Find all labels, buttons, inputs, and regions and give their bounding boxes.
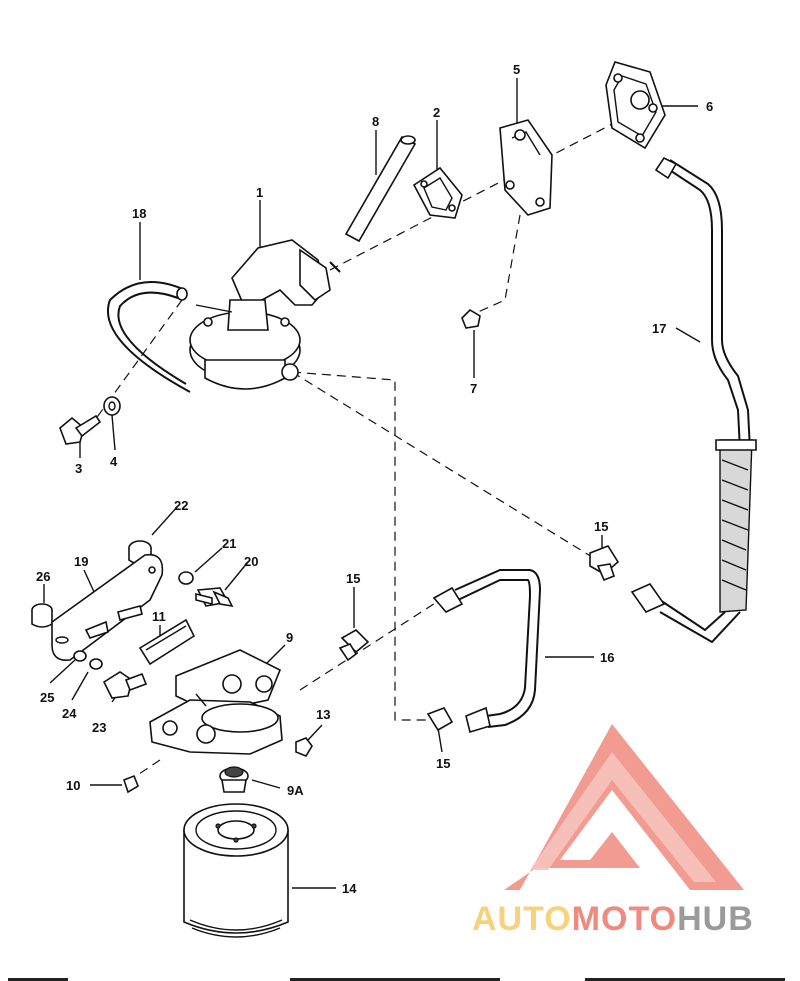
callout-5: 5	[513, 62, 520, 77]
part-5-plate	[499, 119, 553, 216]
part-3-bolt	[59, 414, 102, 445]
leader-21	[194, 547, 223, 573]
callout-18: 18	[132, 206, 146, 221]
part-17-fuel-line	[630, 156, 757, 644]
leader-20	[224, 561, 249, 591]
callout-17: 17	[652, 321, 666, 336]
dash-pump-to-flange	[329, 119, 621, 271]
callout-2: 2	[433, 105, 440, 120]
dash-head-to-line	[299, 599, 441, 691]
part-14-filter	[183, 803, 289, 938]
part-stud-upper	[117, 605, 143, 621]
callout-26: 26	[36, 569, 50, 584]
callout-15-middle: 15	[346, 571, 360, 586]
cropped-footer-text	[8, 978, 785, 981]
callout-14: 14	[342, 881, 357, 896]
part-8-rod	[344, 135, 417, 243]
leader-4	[111, 414, 116, 451]
callout-15-upper: 15	[594, 519, 608, 534]
callout-25: 25	[40, 690, 54, 705]
callout-20: 20	[244, 554, 258, 569]
leader-9a	[251, 779, 281, 789]
callout-6: 6	[706, 99, 713, 114]
part-13-nut	[295, 737, 313, 757]
watermark-logo: AUTOMOTOHUB	[472, 724, 754, 938]
part-9-filter-head	[149, 649, 283, 755]
part-15-fitting-upper	[589, 545, 620, 582]
callout-15-lower: 15	[436, 756, 450, 771]
part-7-screw	[461, 308, 481, 329]
logo-inner-shape	[530, 752, 716, 882]
wordmark-part-2: MOTO	[572, 900, 677, 938]
callout-9a: 9A	[287, 783, 304, 798]
part-11-plate	[138, 618, 196, 666]
part-15-fitting-middle	[338, 629, 370, 662]
part-26-spacer	[31, 603, 53, 628]
part-21-washer	[178, 571, 194, 585]
leader-lines	[43, 78, 701, 889]
callout-13: 13	[316, 707, 330, 722]
dash-pump-to-lower-fitting	[291, 371, 430, 721]
callout-22: 22	[174, 498, 188, 513]
callout-11: 11	[152, 609, 166, 624]
part-4-washer	[103, 396, 121, 416]
part-16-line	[432, 569, 542, 734]
callout-16: 16	[600, 650, 614, 665]
callout-8: 8	[372, 114, 379, 129]
leader-15c	[437, 727, 443, 753]
leader-22	[151, 505, 179, 536]
callout-10: 10	[66, 778, 80, 793]
part-10-plug	[123, 774, 139, 794]
wordmark-part-1: AUTO	[472, 900, 572, 938]
wordmark-part-3: HUB	[677, 900, 754, 938]
callout-3: 3	[75, 461, 82, 476]
part-1-fuel-pump	[189, 239, 341, 390]
leader-24	[71, 671, 89, 701]
part-18-hose	[107, 281, 191, 393]
leader-25	[49, 659, 76, 684]
callout-19: 19	[74, 554, 88, 569]
callout-7: 7	[470, 381, 477, 396]
part-24-washer	[89, 658, 103, 670]
part-19-bracket	[51, 553, 164, 662]
callout-9: 9	[286, 630, 293, 645]
callout-1: 1	[256, 185, 263, 200]
leader-13	[307, 724, 323, 741]
part-9a-fitting	[219, 766, 249, 793]
callout-24: 24	[62, 706, 77, 721]
callout-labels: 1 2 3 4 5 6 7 8 9 9A 10 11 13 14 15 15 1…	[36, 62, 713, 896]
callout-23: 23	[92, 720, 106, 735]
part-25-washer	[73, 650, 87, 662]
part-2-gasket	[412, 166, 463, 219]
callout-4: 4	[110, 454, 118, 469]
dash-pump-to-fitting	[291, 371, 606, 566]
part-23-bolt	[102, 671, 148, 699]
part-15-fitting-lower	[426, 707, 454, 732]
leader-17	[675, 327, 701, 343]
dash-plate-to-screw	[477, 214, 521, 313]
callout-21: 21	[222, 536, 236, 551]
part-6-flange	[605, 61, 666, 150]
part-20-bolt	[195, 587, 234, 608]
logo-wordmark: AUTOMOTOHUB	[472, 900, 754, 938]
part-stud-lower	[84, 620, 109, 639]
